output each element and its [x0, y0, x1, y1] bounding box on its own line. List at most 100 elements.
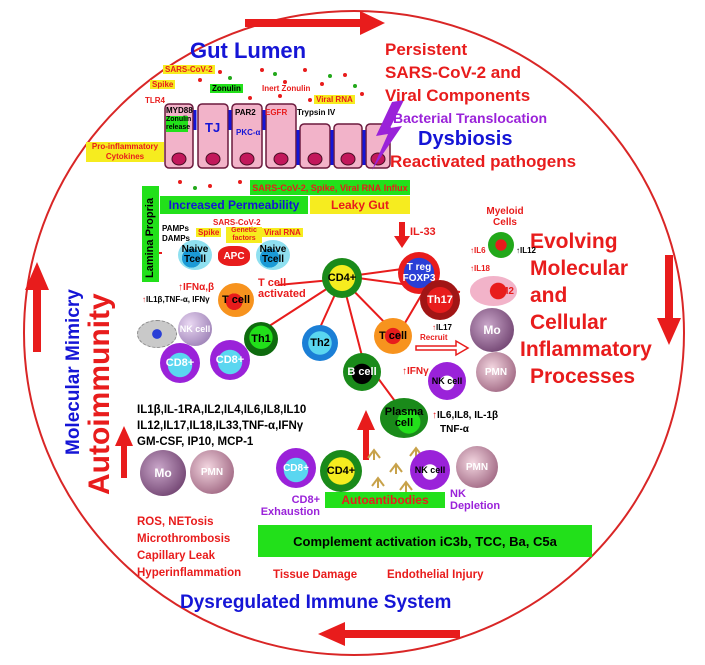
- il6-label: ↑IL6: [470, 246, 486, 255]
- trypsin-label: Trypsin IV: [297, 108, 336, 117]
- t-cell-right: T cell: [374, 318, 412, 354]
- increased-permeability-bar: Increased Permeability: [160, 196, 308, 214]
- cytokine-line-2: IL12,IL17,IL18,IL33,TNF-α,IFNγ: [137, 420, 304, 432]
- naive-tcell-right: Naive Tcell: [256, 240, 290, 270]
- recruit-label: Recruit: [420, 333, 448, 342]
- cytokine-line-3: GM-CSF, IP10, MCP-1: [137, 436, 254, 448]
- bacterial-translocation: Bacterial Translocation: [393, 110, 548, 126]
- spike-label: Spike: [150, 80, 176, 89]
- pmn-cell-bottom-right: PMN: [456, 446, 498, 488]
- outcome-tissue: Tissue Damage: [273, 569, 358, 581]
- evolving-line-6: Processes: [530, 365, 636, 388]
- lightning-icon: [372, 100, 404, 170]
- th1-cell: Th1: [244, 322, 278, 356]
- increased-permeability-text: Increased Permeability: [168, 198, 300, 212]
- pamps-label: PAMPs: [162, 224, 189, 233]
- il17-label: ↑IL17: [432, 323, 453, 332]
- evolving-line-3: and: [530, 284, 568, 307]
- il1b-tnf-ifng-label: ↑IL1β,TNF-α, IFNγ: [142, 295, 210, 304]
- il18-label: ↑IL18: [470, 264, 491, 273]
- immune-viral-rna-label: Viral RNA: [262, 228, 303, 237]
- nk-depletion-label: NK Depletion: [450, 488, 501, 512]
- plasma-cell: Plasma cell: [380, 398, 428, 438]
- down-arrow-il33: [394, 222, 410, 248]
- t-cell-activated-label: T cell activated: [258, 277, 306, 300]
- outcomes-left: ROS, NETosis Microthrombosis Capillary L…: [137, 514, 241, 582]
- reactivated-pathogens: Reactivated pathogens: [390, 152, 577, 171]
- b-cell: B cell: [343, 353, 381, 391]
- influx-bar: SARS-CoV-2, Spike, Viral RNA Influx: [250, 180, 410, 195]
- damps-label: DAMPs: [162, 234, 191, 243]
- tlr4-label: TLR4: [145, 96, 165, 105]
- il12-label: ↑IL12: [516, 246, 537, 255]
- cd4-cell: CD4+: [322, 258, 362, 298]
- persistent-block: Persistent SARS-CoV-2 and Viral Componen…: [385, 38, 530, 107]
- outcome-micro: Microthrombosis: [137, 533, 231, 545]
- mo-cell-bottom: Mo: [140, 450, 186, 496]
- sars-cov2-label: SARS-CoV-2: [163, 65, 215, 74]
- persistent-line-2: SARS-CoV-2 and: [385, 63, 522, 82]
- apc-cell: APC: [218, 246, 250, 266]
- pro-inflammatory-label: Pro-inflammatory Cytokines: [86, 142, 164, 162]
- plasma-tnfa: TNF-α: [440, 424, 469, 435]
- par2-label: PAR2: [235, 108, 256, 117]
- inert-zonulin-label: Inert Zonulin: [262, 84, 311, 93]
- myeloid-cell-icon: [488, 232, 514, 258]
- evolving-block: Evolving Molecular and Cellular Inflamma…: [520, 228, 652, 390]
- autoantibodies-bar: Autoantibodies: [325, 492, 445, 508]
- cytokine-list: IL1β,IL-1RA,IL2,IL4,IL6,IL8,IL10 IL12,IL…: [137, 402, 306, 450]
- myd88-label: MYD88: [166, 106, 193, 115]
- molecular-mimicry: Molecular Mimicry: [63, 289, 84, 455]
- egfr-label: EGFR: [265, 108, 288, 117]
- myeloid-label: Myeloid Cells: [486, 206, 524, 228]
- leaky-gut-bar: Leaky Gut: [310, 196, 410, 214]
- immune-spike-label: Spike: [196, 228, 222, 237]
- nk-cell-bottom: NK cell: [410, 450, 450, 490]
- nk-cell-left: NK cell: [178, 312, 212, 346]
- outcome-capillary: Capillary Leak: [137, 550, 215, 562]
- influx-word: Influx: [383, 182, 408, 193]
- cd4-cell-bottom: CD4+: [320, 450, 362, 492]
- recruit-arrow: [415, 339, 470, 357]
- il33-label: IL-33: [410, 226, 436, 238]
- evolving-line-2: Molecular: [530, 257, 629, 280]
- t-cell-activated: T cell: [218, 283, 254, 317]
- pmn-cell-right: PMN: [476, 352, 516, 392]
- pkc-label: PKC-α: [236, 128, 261, 137]
- leaky-gut-text: Leaky Gut: [330, 198, 390, 212]
- outcome-hyper: Hyperinflammation: [137, 567, 242, 579]
- epithelium: [164, 100, 404, 170]
- m2-cell: M2: [470, 276, 517, 306]
- gut-lumen-title: Gut Lumen: [190, 38, 307, 63]
- outer-circle: [23, 10, 685, 656]
- dysregulated-title: Dysregulated Immune System: [180, 592, 452, 613]
- th2-cell: Th2: [302, 325, 338, 361]
- th17-cell: Th17: [420, 280, 460, 320]
- zonulin-release: Zonulin release: [166, 116, 192, 132]
- cd8-cell-bottom: CD8+: [276, 448, 316, 488]
- lamina-propria-bar: Lamina Propria: [142, 186, 159, 282]
- infected-cell-icon: [137, 320, 177, 348]
- mo-cell-right: Mo: [470, 308, 514, 352]
- persistent-line-3: Viral Components: [385, 86, 531, 105]
- nk-cell-right: NK cell: [428, 362, 466, 400]
- immune-sars-label: SARS-CoV-2: [213, 218, 261, 227]
- lamina-propria-text: Lamina Propria: [144, 197, 156, 278]
- viral-rna-label: Viral RNA: [314, 95, 355, 104]
- evolving-line-1: Evolving: [530, 230, 618, 253]
- evolving-line-4: Cellular: [530, 311, 608, 334]
- evolving-line-5: Inflammatory: [520, 338, 652, 361]
- persistent-line-1: Persistent: [385, 40, 468, 59]
- cd8-cell-2: CD8+: [210, 340, 250, 380]
- up-arrow-left: [115, 426, 133, 478]
- outcome-ros: ROS, NETosis: [137, 516, 214, 528]
- tj-label: TJ: [205, 120, 221, 135]
- cd8-cell-1: CD8+: [160, 343, 200, 383]
- dysbiosis-title: Dysbiosis: [418, 128, 513, 150]
- autoimmunity: Autoimmunity: [83, 293, 116, 495]
- influx-text: SARS-CoV-2, Spike, Viral RNA: [252, 182, 382, 193]
- complement-bar: Complement activation iC3b, TCC, Ba, C5a: [258, 525, 592, 557]
- zonulin-label: Zonulin: [210, 84, 243, 93]
- cd8-exhaustion-label: CD8+ Exhaustion: [260, 494, 320, 518]
